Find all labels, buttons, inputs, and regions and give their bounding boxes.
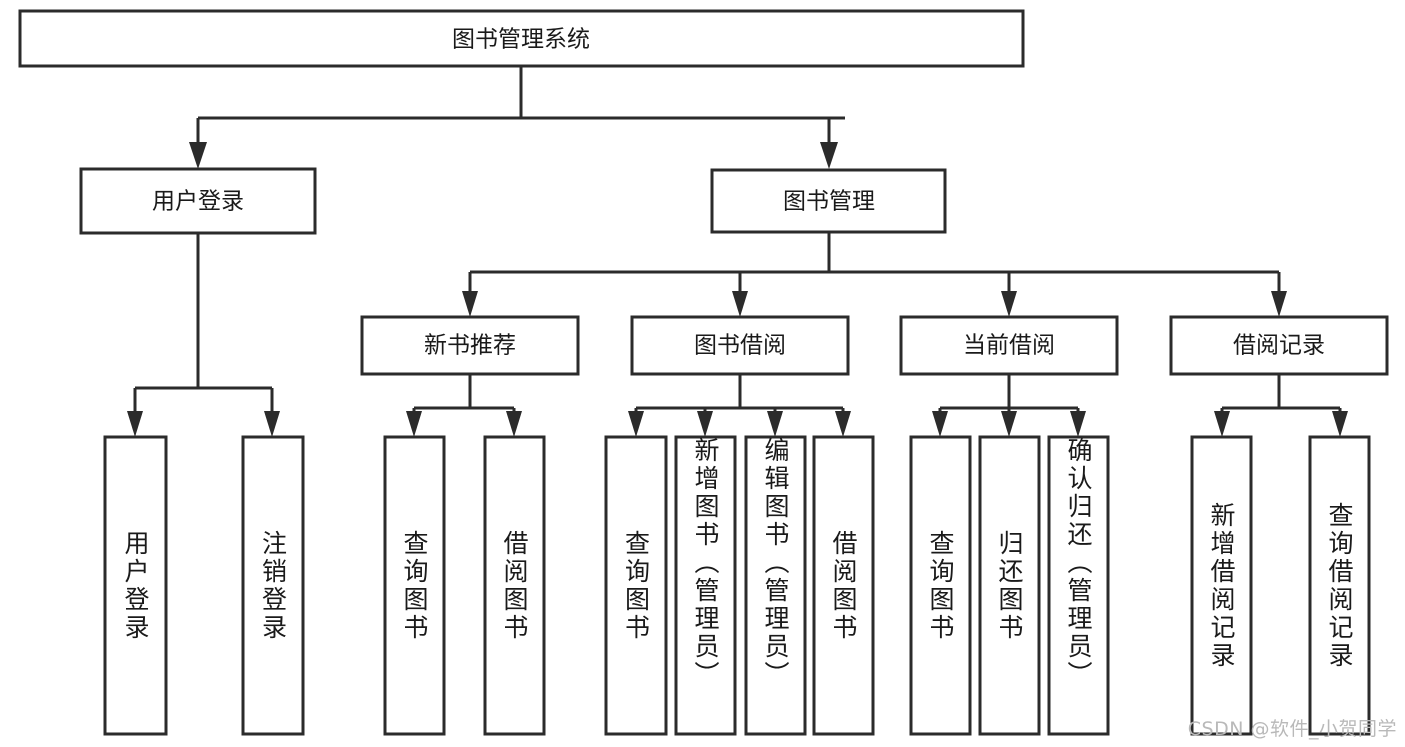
- leaf-box-query-book-1[interactable]: [383, 435, 446, 736]
- node-current-borrow-box[interactable]: [899, 315, 1119, 376]
- arrow-head-leaf-borrow-book-2: [835, 411, 851, 437]
- arrow-head-leaf-query-book-3: [932, 411, 948, 437]
- arrow-head-borrow-record: [1271, 291, 1287, 317]
- node-root-box[interactable]: [18, 9, 1025, 68]
- arrow-head-book-manage: [820, 142, 838, 169]
- arrow-head-leaf-return-book: [1001, 411, 1017, 437]
- node-borrow-record-box[interactable]: [1169, 315, 1389, 376]
- leaf-box-confirm-return[interactable]: [1047, 435, 1110, 736]
- node-new-book-rec[interactable]: 新书推荐: [360, 315, 580, 376]
- leaf-box-return-book[interactable]: [978, 435, 1041, 736]
- connector-group-new-book-rec: [406, 374, 522, 437]
- node-book-manage-box[interactable]: [710, 168, 947, 234]
- node-current-borrow-label: 当前借阅: [963, 333, 1055, 359]
- connector-group-borrow-record: [1214, 374, 1348, 437]
- node-book-manage[interactable]: 图书管理: [710, 168, 947, 234]
- arrow-head-leaf-query-book-1: [406, 411, 422, 437]
- node-user-login-box[interactable]: [79, 167, 317, 235]
- leaf-box-query-book-3[interactable]: [909, 435, 972, 736]
- arrow-head-new-book-rec: [462, 291, 478, 317]
- node-root[interactable]: 图书管理系统: [18, 9, 1025, 68]
- node-user-login[interactable]: 用户登录: [79, 167, 317, 235]
- node-current-borrow[interactable]: 当前借阅: [899, 315, 1119, 376]
- leaf-box-borrow-book-1[interactable]: [483, 435, 546, 736]
- arrow-head-leaf-logout: [264, 411, 280, 437]
- leaf-box-query-book-2[interactable]: [604, 435, 668, 736]
- node-new-book-rec-box[interactable]: [360, 315, 580, 376]
- arrow-head-user-login: [189, 142, 207, 169]
- node-book-manage-label: 图书管理: [783, 189, 875, 215]
- node-user-login-label: 用户登录: [152, 189, 244, 215]
- arrow-head-leaf-query-record: [1332, 411, 1348, 437]
- arrow-head-leaf-user-login: [127, 411, 143, 437]
- connector-group-book-manage: [462, 232, 1287, 317]
- arrow-head-leaf-edit-book: [767, 411, 783, 437]
- connector-group-current-borrow: [932, 374, 1086, 437]
- node-book-borrow-label: 图书借阅: [694, 333, 786, 359]
- node-root-label: 图书管理系统: [452, 27, 590, 53]
- node-borrow-record[interactable]: 借阅记录: [1169, 315, 1389, 376]
- node-new-book-rec-label: 新书推荐: [424, 333, 516, 359]
- leaf-box-borrow-book-2[interactable]: [812, 435, 875, 736]
- connector-group-book-borrow: [628, 374, 851, 437]
- arrow-head-leaf-query-book-2: [628, 411, 644, 437]
- node-borrow-record-label: 借阅记录: [1233, 333, 1325, 359]
- arrow-head-current-borrow: [1001, 291, 1017, 317]
- node-book-borrow-box[interactable]: [630, 315, 850, 376]
- leaf-box-add-book[interactable]: [674, 435, 737, 736]
- leaf-box-add-record[interactable]: [1190, 435, 1253, 736]
- leaf-box-logout[interactable]: [241, 435, 305, 736]
- leaf-box-user-login[interactable]: [103, 435, 168, 736]
- arrow-head-leaf-confirm-return: [1070, 411, 1086, 437]
- node-book-borrow[interactable]: 图书借阅: [630, 315, 850, 376]
- leaf-box-edit-book[interactable]: [744, 435, 807, 736]
- arrow-head-leaf-borrow-book-1: [506, 411, 522, 437]
- arrow-head-book-borrow: [732, 291, 748, 317]
- arrow-head-leaf-add-book: [697, 411, 713, 437]
- leaf-box-query-record[interactable]: [1308, 435, 1371, 736]
- leaf-boxes: [103, 435, 1371, 736]
- connector-group-user-login: [127, 233, 280, 437]
- arrow-head-leaf-add-record: [1214, 411, 1230, 437]
- connector-group-root: [189, 66, 845, 169]
